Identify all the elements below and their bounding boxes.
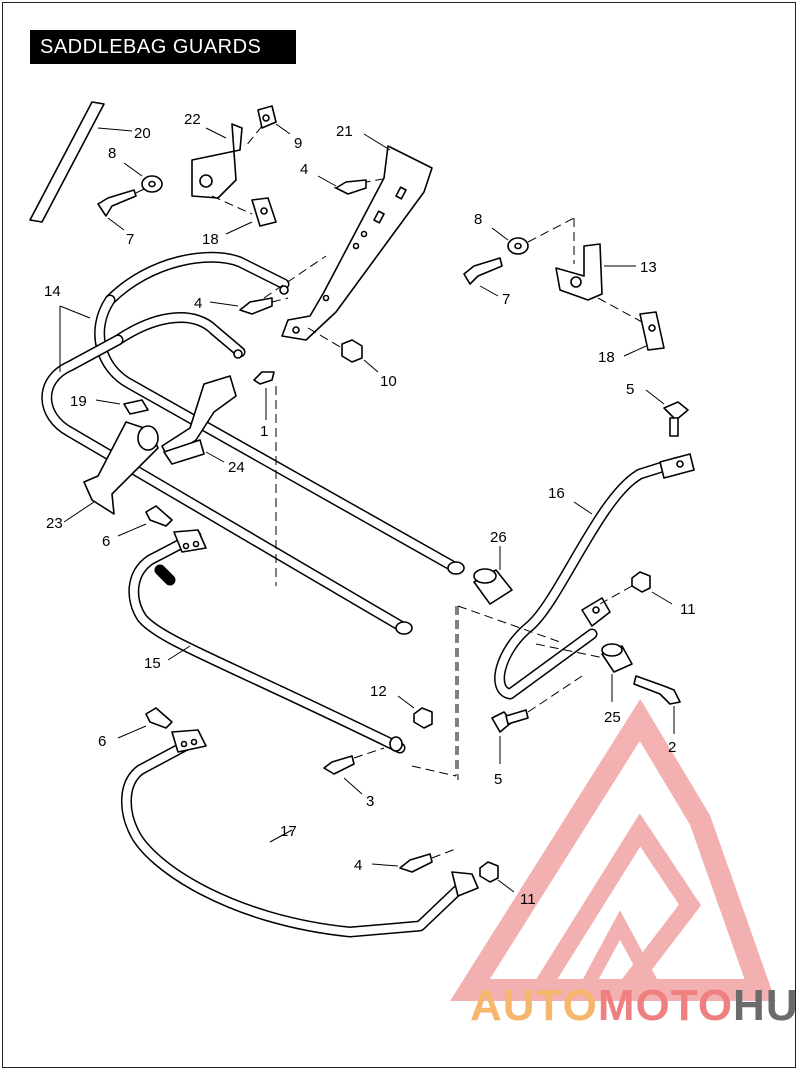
part-21-mount-bracket xyxy=(281,133,433,341)
callout-22: 22 xyxy=(184,111,201,128)
part-12-nut xyxy=(397,695,433,729)
svg-text:AUTOMOTOHUB: AUTOMOTOHUB xyxy=(470,981,800,1030)
callout-6-upper: 6 xyxy=(102,533,110,550)
part-22-bracket xyxy=(191,123,253,215)
part-5-bolt-upper xyxy=(645,389,689,437)
callout-1: 1 xyxy=(260,423,268,440)
callout-9: 9 xyxy=(294,135,302,152)
callout-3: 3 xyxy=(366,793,374,810)
part-19-pad xyxy=(95,399,149,415)
callout-12: 12 xyxy=(370,683,387,700)
callout-26: 26 xyxy=(490,529,507,546)
page-title: SADDLEBAG GUARDS xyxy=(30,30,296,64)
part-11-nut-lower xyxy=(479,861,515,893)
part-10-nut xyxy=(307,327,379,373)
callout-14: 14 xyxy=(44,283,61,300)
part-18-clip-nut-upper xyxy=(225,197,277,235)
part-9-clip-nut xyxy=(245,105,291,147)
part-17-guard-rail xyxy=(120,729,479,938)
callout-20: 20 xyxy=(134,125,151,142)
part-4-screw-mid xyxy=(209,297,289,315)
part-1-screw xyxy=(253,371,277,586)
part-4-screw-lower xyxy=(371,847,459,873)
part-5-bolt-lower xyxy=(491,675,583,764)
callout-10: 10 xyxy=(380,373,397,390)
callout-4-lower: 4 xyxy=(354,857,362,874)
callout-11-right: 11 xyxy=(680,601,696,618)
part-23-clamp xyxy=(63,421,159,523)
part-15-guard-rail xyxy=(128,529,406,754)
callout-5-lower: 5 xyxy=(494,771,502,788)
part-25-spacer xyxy=(535,643,633,702)
callout-19: 19 xyxy=(70,393,87,410)
callout-11-lower: 11 xyxy=(520,891,536,908)
part-18-clip-nut-right xyxy=(623,311,665,357)
callout-21: 21 xyxy=(336,123,353,140)
callout-8-left: 8 xyxy=(108,145,116,162)
callout-5-upper: 5 xyxy=(626,381,634,398)
part-11-nut-right xyxy=(599,571,673,605)
callout-16: 16 xyxy=(548,485,565,502)
part-7-bolt-right xyxy=(463,257,503,297)
watermark-word-auto: AUTO xyxy=(470,981,598,1030)
watermark-logo xyxy=(450,698,776,1001)
watermark-wordmark: AUTOMOTOHUB xyxy=(470,981,800,1030)
part-3-screw xyxy=(323,747,385,795)
callout-7-right: 7 xyxy=(502,291,510,308)
part-13-bracket xyxy=(555,218,643,323)
part-6-screw-lower xyxy=(117,707,173,739)
part-8-washer-left xyxy=(123,162,163,193)
part-20-trim-strip xyxy=(29,101,133,223)
callout-18-right: 18 xyxy=(598,349,615,366)
callout-15: 15 xyxy=(144,655,161,672)
callout-2: 2 xyxy=(668,739,676,756)
part-16-strut xyxy=(494,453,695,700)
callout-6-lower: 6 xyxy=(98,733,106,750)
callout-18-upper: 18 xyxy=(202,231,219,248)
callout-4-mid: 4 xyxy=(194,295,202,312)
callout-13: 13 xyxy=(640,259,657,276)
callout-24: 24 xyxy=(228,459,245,476)
watermark-word-hub: HUB xyxy=(733,981,800,1030)
part-6-screw-upper xyxy=(117,505,173,537)
watermark-word-moto: MOTO xyxy=(598,981,733,1030)
part-24-clamp xyxy=(161,375,237,465)
part-14-guard-assembly xyxy=(41,251,465,635)
part-8-washer-right xyxy=(491,217,575,255)
callout-labels: 20 22 9 21 8 4 7 18 8 13 7 14 4 18 10 5 … xyxy=(44,111,696,908)
part-7-bolt-left xyxy=(97,188,145,231)
callout-17: 17 xyxy=(280,823,297,840)
part-26-spacer xyxy=(457,546,561,780)
callout-7-left: 7 xyxy=(126,231,134,248)
callout-8-right: 8 xyxy=(474,211,482,228)
part-4-screw-upper xyxy=(317,175,367,195)
callout-23: 23 xyxy=(46,515,63,532)
callout-4-upper: 4 xyxy=(300,161,308,178)
part-2-screw xyxy=(633,675,681,734)
callout-25: 25 xyxy=(604,709,621,726)
assembly-guide-lines xyxy=(263,255,457,777)
